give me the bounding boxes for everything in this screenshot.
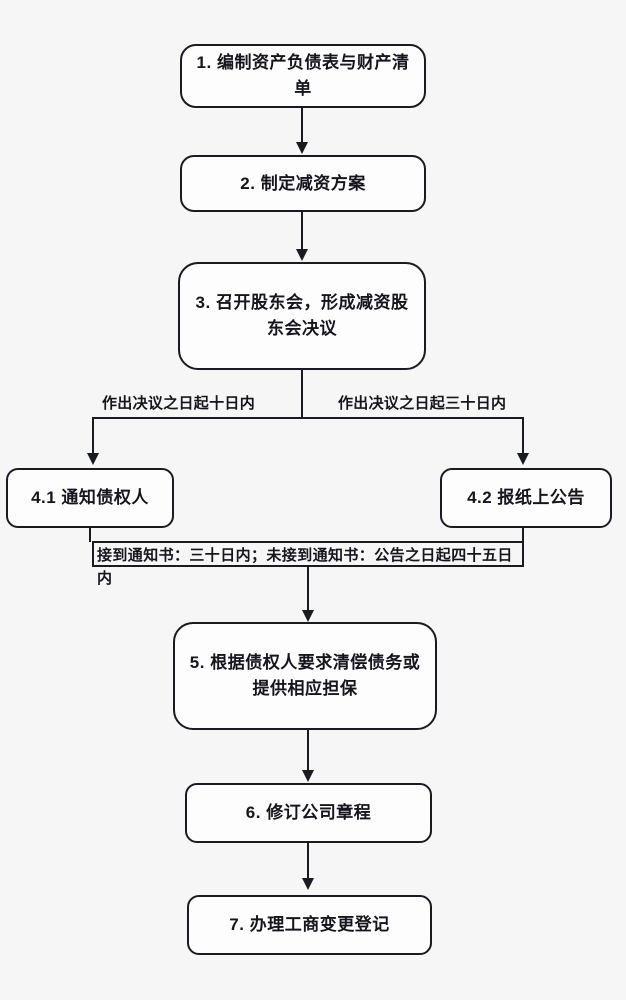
flow-node-step2-label: 2. 制定减资方案	[240, 173, 366, 193]
flow-node-step41-label: 4.1 通知债权人	[31, 488, 149, 507]
connector-step41-merge	[89, 527, 91, 542]
flow-node-step7: 7. 办理工商变更登记	[187, 895, 432, 955]
flow-node-step1: 1. 编制资产负债表与财产清 单	[180, 44, 426, 108]
arrowhead-step5-step6	[302, 770, 314, 782]
arrowhead-merge-step5	[302, 610, 314, 622]
merge-condition-label: 接到通知书：三十日内；未接到通知书：公告之日起四十五日 内	[97, 547, 513, 587]
arrowhead-branch-step42	[517, 453, 529, 465]
connector-step2-step3	[301, 211, 303, 250]
arrowhead-branch-step41	[87, 453, 99, 465]
arrowhead-step1-step2	[296, 142, 308, 154]
connector-branch-step41	[92, 417, 94, 454]
connector-step6-step7	[307, 842, 309, 879]
connector-step5-step6	[307, 729, 309, 771]
flow-node-step3: 3. 召开股东会，形成减资股 东会决议	[178, 262, 426, 370]
connector-branch-step42	[522, 417, 524, 454]
branch-bar	[92, 417, 524, 419]
connector-step3-branch	[301, 369, 303, 419]
flow-node-step7-label: 7. 办理工商变更登记	[229, 915, 390, 934]
flow-node-step5: 5. 根据债权人要求清偿债务或 提供相应担保	[173, 622, 437, 730]
flow-node-step6-label: 6. 修订公司章程	[245, 803, 372, 822]
flow-node-step42-label: 4.2 报纸上公告	[467, 488, 585, 507]
flow-node-step41: 4.1 通知债权人	[6, 468, 174, 528]
connector-step1-step2	[301, 107, 303, 143]
connector-merge-step5	[307, 566, 309, 611]
flow-node-step6: 6. 修订公司章程	[185, 783, 432, 843]
arrowhead-step2-step3	[296, 249, 308, 261]
arrowhead-step6-step7	[302, 878, 314, 890]
flow-node-step2: 2. 制定减资方案	[180, 155, 426, 212]
flow-node-step5-label: 5. 根据债权人要求清偿债务或 提供相应担保	[189, 653, 421, 698]
flow-node-step3-label: 3. 召开股东会，形成减资股 东会决议	[195, 293, 409, 338]
branch-label-right: 作出决议之日起三十日内	[338, 395, 507, 412]
flow-node-step42: 4.2 报纸上公告	[440, 468, 612, 528]
branch-label-left: 作出决议之日起十日内	[102, 395, 256, 412]
flow-node-step1-label: 1. 编制资产负债表与财产清 单	[196, 53, 410, 98]
connector-step42-merge	[522, 527, 524, 542]
